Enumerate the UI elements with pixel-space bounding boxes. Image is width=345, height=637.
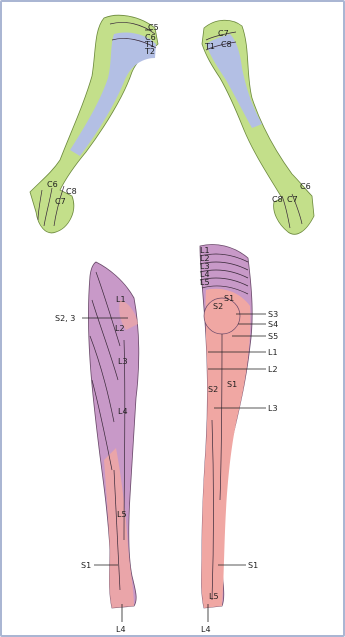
left-arm-label-c7: C7 <box>218 29 229 38</box>
right-leg-pink-area <box>202 289 251 608</box>
left-leg-label-l3: L3 <box>118 357 128 366</box>
right-leg-label-s1-upper: S1 <box>224 294 234 303</box>
left-leg-label-l1: L1 <box>116 295 126 304</box>
left-arm-label-t1: T1 <box>204 42 215 51</box>
left-hand-label-c6: C6 <box>300 182 311 191</box>
right-leg-label-l5-top: L5 <box>200 278 210 287</box>
right-leg-label-l5-lower: L5 <box>209 592 219 601</box>
left-leg-label-l4-bottom: L4 <box>116 625 126 634</box>
left-leg-label-s1: S1 <box>81 561 91 570</box>
right-hand-label-c8: C8 <box>66 187 77 196</box>
left-hand-label-c7: C7 <box>287 195 298 204</box>
right-leg-label-l1: L1 <box>268 348 278 357</box>
right-leg-label-s2-mid: S2 <box>208 385 218 394</box>
left-arm-label-c8: C8 <box>221 40 232 49</box>
right-leg-label-s3: S3 <box>268 310 278 319</box>
left-leg <box>89 262 139 608</box>
right-leg-label-s1-mid: S1 <box>227 380 237 389</box>
right-leg-label-s4: S4 <box>268 320 278 329</box>
right-arm-label-t2: T2 <box>144 47 155 56</box>
left-hand-label-c8: C8 <box>272 195 283 204</box>
right-hand-label-c7: C7 <box>55 197 66 206</box>
right-leg-label-s1-lower: S1 <box>248 561 258 570</box>
right-leg-label-l3: L3 <box>268 404 278 413</box>
right-leg-label-s2-upper: S2 <box>213 302 223 311</box>
right-arm <box>30 15 158 233</box>
left-leg-label-s2-3: S2, 3 <box>55 314 75 323</box>
left-leg-label-l2: L2 <box>115 324 125 333</box>
right-arm-label-c5: C5 <box>148 23 159 32</box>
left-leg-label-l4: L4 <box>118 407 128 416</box>
left-leg-label-l5: L5 <box>117 510 127 519</box>
right-hand-label-c6: C6 <box>47 180 58 189</box>
right-leg-label-l4-bottom: L4 <box>201 625 211 634</box>
right-leg-label-s5: S5 <box>268 332 278 341</box>
right-arm-blue-band <box>70 32 156 156</box>
right-leg-label-l2: L2 <box>268 365 278 374</box>
